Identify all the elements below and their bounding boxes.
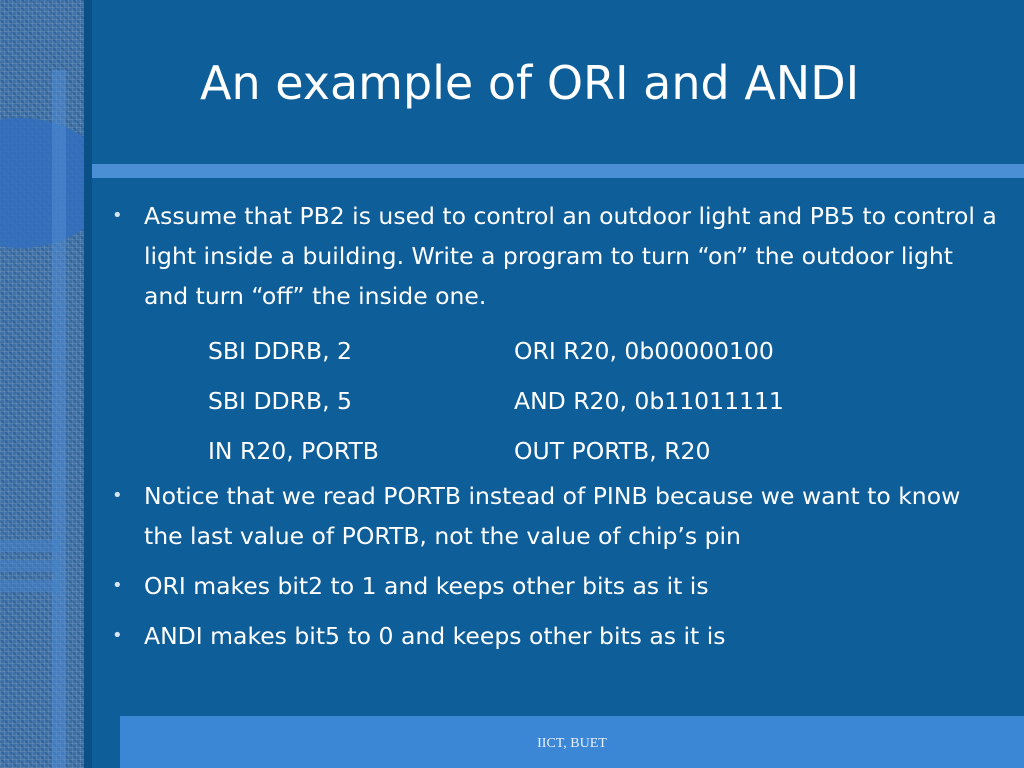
footer-bar: IICT, BUET: [120, 716, 1024, 768]
footer-text: IICT, BUET: [537, 736, 607, 751]
code-left: SBI DDRB, 2: [208, 337, 352, 365]
code-block: SBI DDRB, 2 ORI R20, 0b00000100 SBI DDRB…: [108, 326, 1004, 476]
decorative-side-strip: [0, 0, 84, 768]
title-divider: [92, 164, 1024, 178]
bullet-text: Assume that PB2 is used to control an ou…: [144, 202, 997, 310]
bullet-dot: •: [112, 485, 123, 506]
decorative-circle: [0, 118, 84, 248]
code-row: SBI DDRB, 2 ORI R20, 0b00000100: [108, 326, 1004, 376]
bullet-text: Notice that we read PORTB instead of PIN…: [144, 482, 961, 550]
bullet-dot: •: [112, 575, 123, 596]
slide-title: An example of ORI and ANDI: [200, 56, 860, 110]
decorative-vertical-bar: [52, 70, 66, 768]
bullet-item: • ANDI makes bit5 to 0 and keeps other b…: [108, 616, 1004, 656]
decorative-horizontal-bar: [0, 580, 60, 592]
code-left: SBI DDRB, 5: [208, 387, 352, 415]
side-strip-edge: [84, 0, 92, 768]
bullet-dot: •: [112, 205, 123, 226]
code-right: AND R20, 0b11011111: [514, 387, 784, 415]
bullet-text: ANDI makes bit5 to 0 and keeps other bit…: [144, 622, 726, 650]
bullet-item: • Assume that PB2 is used to control an …: [108, 196, 1004, 316]
bullet-item: • ORI makes bit2 to 1 and keeps other bi…: [108, 566, 1004, 606]
code-right: OUT PORTB, R20: [514, 437, 711, 465]
decorative-horizontal-bar: [0, 540, 60, 552]
code-right: ORI R20, 0b00000100: [514, 337, 774, 365]
bullet-dot: •: [112, 625, 123, 646]
code-row: SBI DDRB, 5 AND R20, 0b11011111: [108, 376, 1004, 426]
bullet-item: • Notice that we read PORTB instead of P…: [108, 476, 1004, 556]
code-row: IN R20, PORTB OUT PORTB, R20: [108, 426, 1004, 476]
decorative-horizontal-bar: [0, 560, 60, 572]
code-left: IN R20, PORTB: [208, 437, 379, 465]
slide-content: • Assume that PB2 is used to control an …: [108, 196, 1004, 666]
bullet-text: ORI makes bit2 to 1 and keeps other bits…: [144, 572, 709, 600]
